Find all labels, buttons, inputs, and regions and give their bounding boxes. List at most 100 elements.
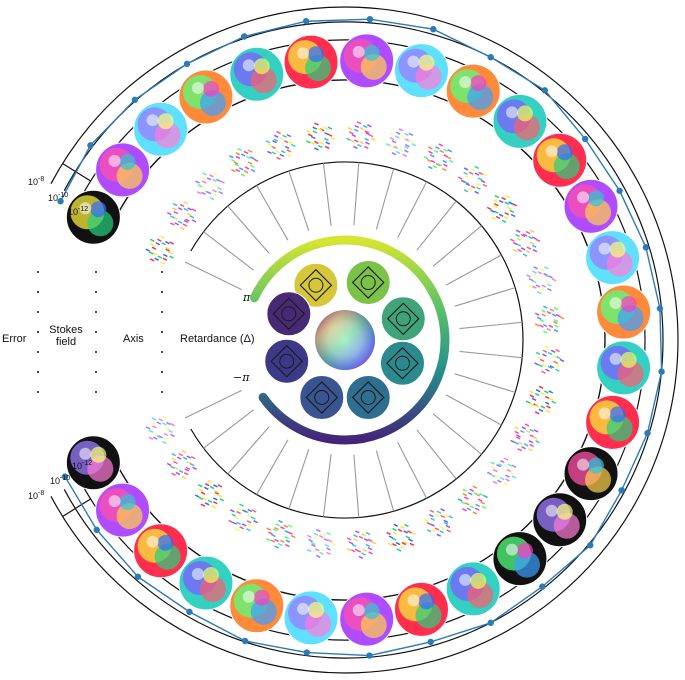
retardance-disc-8 xyxy=(266,291,312,337)
axis-dash xyxy=(386,531,391,536)
axis-dash xyxy=(357,143,362,148)
sphere-blob-c xyxy=(308,601,325,618)
axis-dash xyxy=(353,128,359,132)
axis-dash xyxy=(172,202,178,207)
axis-dash xyxy=(273,138,279,142)
column-dots-2 xyxy=(95,351,97,353)
axis-dash xyxy=(247,149,253,153)
axis-dash xyxy=(538,408,544,412)
axis-dash xyxy=(148,251,154,255)
axis-dash xyxy=(474,190,480,195)
axis-dash xyxy=(268,143,273,148)
axis-dash xyxy=(184,468,190,472)
axis-dash xyxy=(198,496,204,501)
axis-pattern-11 xyxy=(486,194,518,223)
sphere-blob-c xyxy=(470,572,487,589)
axis-dash xyxy=(217,484,223,488)
axis-dash xyxy=(212,497,218,501)
axis-dash xyxy=(183,219,189,224)
axis-dash xyxy=(149,243,155,247)
axis-dash xyxy=(460,179,466,183)
stokes-sphere-15 xyxy=(596,340,652,396)
error-point-4 xyxy=(183,60,191,68)
axis-dash xyxy=(549,308,555,312)
axis-dash xyxy=(356,549,362,553)
axis-dash xyxy=(314,140,319,145)
axis-dash xyxy=(541,309,546,313)
axis-dash xyxy=(511,464,517,468)
axis-dash xyxy=(401,541,407,546)
axis-dash xyxy=(163,432,169,437)
sphere-highlight xyxy=(407,55,420,68)
axis-dash xyxy=(503,464,509,468)
axis-dash xyxy=(206,190,212,195)
axis-dash xyxy=(280,150,286,154)
axis-dash xyxy=(185,466,191,471)
sphere-highlight xyxy=(297,47,310,60)
axis-dash xyxy=(327,126,333,130)
axis-dash xyxy=(480,501,485,505)
stokes-sphere-2 xyxy=(95,142,151,198)
axis-dash xyxy=(145,248,151,252)
axis-dash xyxy=(467,492,473,496)
tick-bottom-1e-12: 10-12 xyxy=(72,460,93,471)
tick-bottom-1e-10: 10-10 xyxy=(50,475,71,486)
axis-dash xyxy=(514,441,520,445)
sphere-blob-c xyxy=(516,105,533,122)
sphere-highlight xyxy=(108,154,121,167)
axis-dash xyxy=(317,127,323,132)
axis-dash xyxy=(209,174,214,178)
axis-dash xyxy=(528,390,534,394)
column-dots-3 xyxy=(161,291,163,293)
connector-19 xyxy=(416,429,457,480)
sphere-blob-b xyxy=(585,199,612,226)
stokes-sphere-24 xyxy=(229,578,285,634)
axis-dash xyxy=(217,186,222,191)
axis-dash xyxy=(243,150,249,155)
sphere-highlight xyxy=(545,504,558,517)
axis-dash xyxy=(408,538,413,542)
axis-dash xyxy=(272,139,277,144)
axis-dash xyxy=(518,441,523,445)
axis-dash xyxy=(429,509,435,513)
axis-dash xyxy=(529,443,534,448)
label-axis: Axis xyxy=(123,333,144,345)
axis-dash xyxy=(439,149,445,154)
axis-dash xyxy=(311,543,316,548)
axis-dash xyxy=(491,216,496,220)
axis-dash xyxy=(156,238,162,242)
disc-base xyxy=(345,374,391,420)
sphere-highlight xyxy=(146,535,159,548)
axis-dash xyxy=(313,536,318,540)
axis-dash xyxy=(469,505,475,509)
axis-dash xyxy=(550,349,556,353)
axis-dash xyxy=(365,131,370,136)
axis-dash xyxy=(287,524,293,528)
axis-dash xyxy=(531,279,537,284)
axis-dash xyxy=(395,150,401,155)
axis-dash xyxy=(305,140,311,144)
axis-dash xyxy=(478,171,483,176)
axis-dash xyxy=(350,549,356,553)
axis-pattern-6 xyxy=(305,122,336,151)
axis-dash xyxy=(483,494,488,499)
disc-base xyxy=(266,291,312,337)
sphere-blob-b xyxy=(87,210,114,237)
axis-dash xyxy=(400,525,405,529)
axis-dash xyxy=(512,248,518,253)
axis-dash xyxy=(514,430,520,435)
sphere-blob-b xyxy=(360,612,387,639)
axis-dash xyxy=(490,209,495,213)
axis-dash xyxy=(532,274,538,278)
axis-dash xyxy=(169,255,175,259)
axis-dash xyxy=(162,415,167,420)
axis-dash xyxy=(178,469,184,474)
axis-dash xyxy=(536,290,542,295)
axis-dash xyxy=(538,385,544,389)
axis-dash xyxy=(326,551,331,556)
error-point-20 xyxy=(487,619,494,627)
connector-18 xyxy=(432,413,482,455)
axis-dash xyxy=(493,199,499,203)
error-point-26 xyxy=(134,573,142,580)
axis-dash xyxy=(470,168,476,172)
